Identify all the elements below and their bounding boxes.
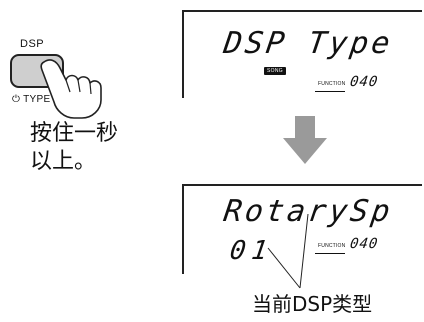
hold-instruction-line1: 按住一秒 (30, 121, 119, 146)
type-caption: ⏻ TYPE (12, 94, 51, 105)
function-underline (315, 253, 345, 254)
hold-instruction-line2: 以上。 (30, 149, 97, 174)
down-arrow-icon (283, 116, 327, 164)
lcd-main-text: DSP Type (221, 26, 395, 61)
function-label: FUNCTION (318, 243, 346, 249)
function-number: 040 (348, 74, 380, 90)
lcd-display-after: RotarySp 01 FUNCTION 040 (182, 184, 422, 274)
hold-instruction: 按住一秒 以上。 (30, 120, 118, 176)
current-dsp-type-label: 当前DSP类型 (252, 292, 373, 316)
callout-lines (267, 213, 309, 289)
lcd-display-before: DSP Type SONG FUNCTION 040 (182, 10, 422, 98)
function-underline (315, 91, 345, 92)
song-badge: SONG (264, 67, 286, 75)
function-label: FUNCTION (318, 81, 346, 87)
pressing-hand-icon (40, 59, 102, 119)
dsp-button-label: DSP (20, 38, 45, 50)
